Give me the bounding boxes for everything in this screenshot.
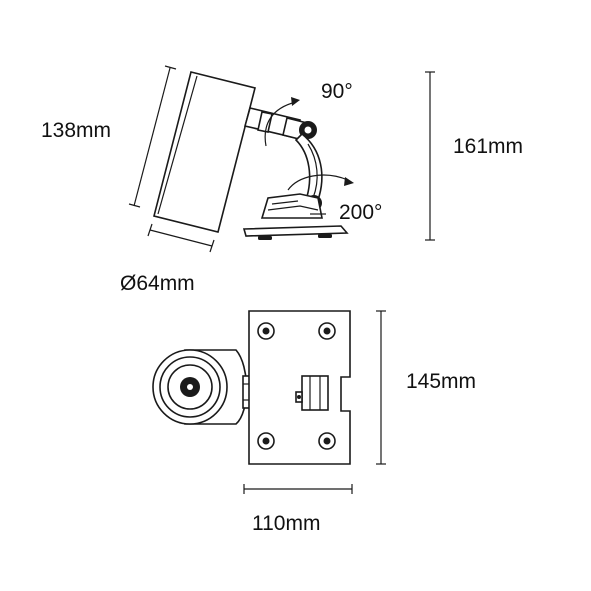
- dimension-110: [243, 484, 353, 494]
- length-145-label: 145mm: [406, 370, 476, 393]
- mounting-plate-top: [248, 310, 351, 465]
- diameter-64-label: Ø64mm: [120, 272, 195, 295]
- base-clip: [260, 193, 326, 219]
- tilt-arrow-90: [264, 97, 300, 147]
- lamp-head-top: [152, 349, 248, 425]
- screw-hole: [257, 432, 275, 450]
- bracket-clip-top: [295, 375, 329, 411]
- screw-hole: [318, 432, 336, 450]
- tilt-90-label: 90°: [321, 80, 353, 103]
- dimension-138: [128, 65, 177, 208]
- dimension-145: [376, 310, 386, 465]
- height-161-label: 161mm: [453, 135, 523, 158]
- length-138-label: 138mm: [41, 119, 111, 142]
- rotate-200-label: 200°: [339, 201, 382, 224]
- mounting-plate: [242, 225, 349, 240]
- screw-hole: [318, 322, 336, 340]
- dimension-64: [147, 223, 215, 253]
- rotate-arrow-200: [287, 174, 354, 191]
- side-view: 138mm Ø64mm 90° 200° 161mm: [41, 65, 523, 295]
- lamp-arm: [244, 107, 308, 141]
- width-110-label: 110mm: [252, 512, 320, 535]
- curved-bracket: [294, 132, 323, 201]
- top-view: 145mm 110mm: [152, 310, 476, 535]
- screw-hole: [257, 322, 275, 340]
- lamp-body: [153, 71, 256, 233]
- dimension-161: [425, 71, 435, 241]
